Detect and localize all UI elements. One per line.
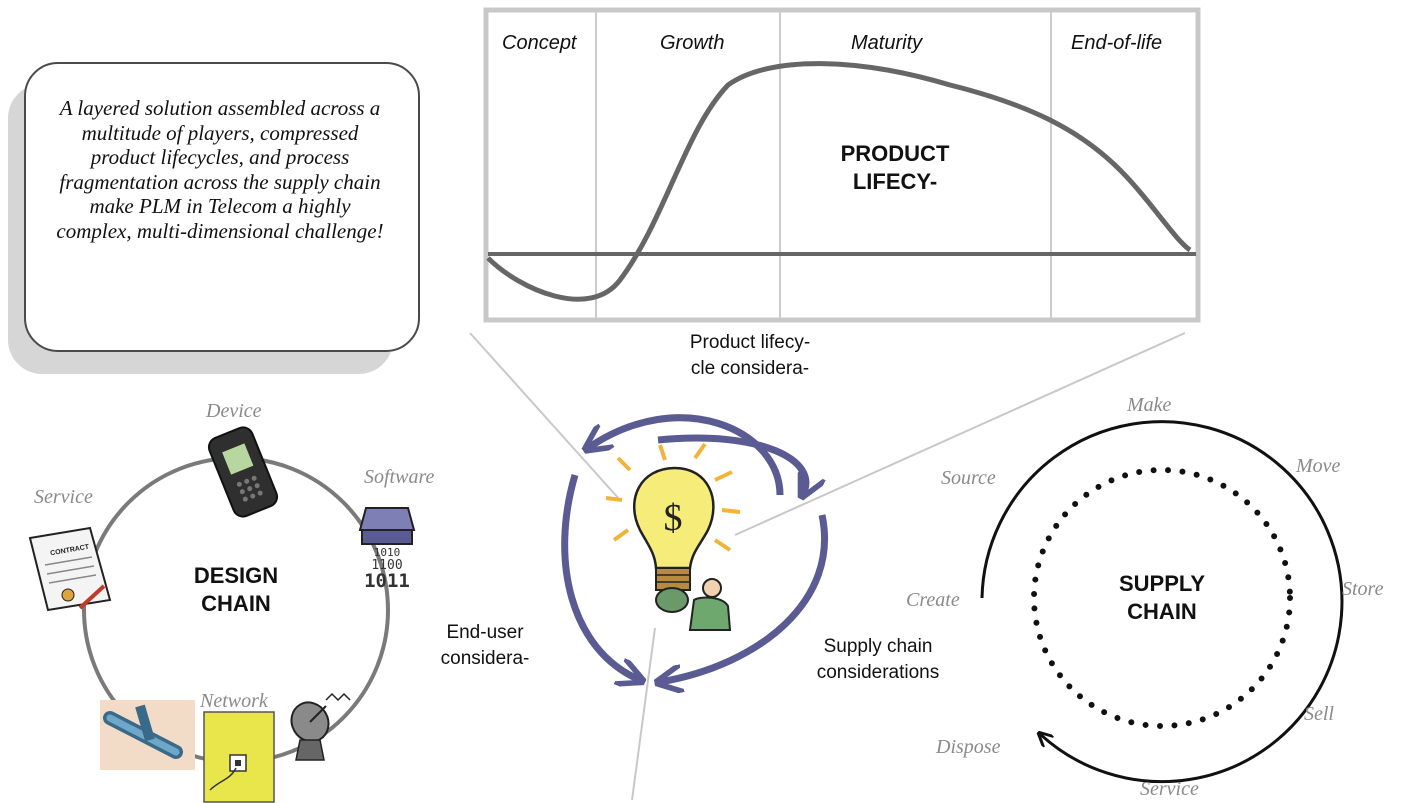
network-panel-icon	[203, 711, 275, 803]
lifecycle-chart	[483, 7, 1201, 323]
end-user-considerations: End-user considera-	[420, 620, 550, 672]
hands	[655, 587, 689, 613]
stage-maturity: Maturity	[851, 32, 923, 54]
callout-box	[24, 62, 420, 352]
considerations-cycle	[561, 414, 828, 682]
satellite-dish-icon	[290, 692, 351, 761]
supply-step-make: Make	[1127, 394, 1172, 416]
supply-chain-title: SUPPLY CHAIN	[1087, 570, 1237, 626]
dollar-sign: $	[664, 497, 683, 539]
arrow-top-right	[657, 434, 806, 494]
end-user-line-2: considera-	[440, 648, 530, 669]
person-body	[688, 596, 732, 631]
arrow-right	[660, 514, 828, 682]
supply-step-service: Service	[1140, 778, 1199, 800]
software-icon: 1010 1100 1011	[358, 507, 416, 592]
design-chain-title: DESIGN CHAIN	[166, 562, 306, 618]
supply-step-dispose: Dispose	[936, 736, 1001, 758]
design-label-software: Software	[364, 466, 435, 488]
lifecycle-title: PRODUCT LIFECY-	[800, 140, 990, 196]
money-bulb-icon: $	[605, 442, 741, 631]
lifecycle-title-line-1: PRODUCT	[840, 141, 950, 166]
design-label-network: Network	[200, 690, 268, 712]
design-label-device: Device	[206, 400, 262, 422]
lifecycle-chart-frame	[483, 7, 1201, 323]
connector-line-left	[469, 332, 621, 501]
product-lifecycle-considerations: Product lifecy- cle considera-	[640, 330, 860, 382]
arrow-top	[588, 414, 784, 496]
supply-step-create: Create	[906, 589, 960, 611]
supply-chain-outer-arc	[980, 420, 1344, 784]
design-label-service: Service	[34, 486, 93, 508]
supply-step-source: Source	[941, 467, 996, 489]
lifecycle-curve	[486, 61, 1192, 302]
connector-line-bottom	[631, 627, 656, 801]
lifecycle-title-line-2: LIFECY-	[852, 169, 938, 194]
supply-step-store: Store	[1342, 578, 1384, 600]
design-chain-title-line-2: CHAIN	[201, 591, 271, 616]
supply-step-move: Move	[1296, 455, 1341, 477]
binary-line-1: 1010	[374, 546, 401, 559]
callout-text: A layered solution assembled across a mu…	[56, 96, 384, 243]
design-chain-title-line-1: DESIGN	[193, 563, 279, 588]
supply-chain-title-line-2: CHAIN	[1127, 599, 1197, 624]
bulb-base	[655, 567, 691, 591]
supply-chain-considerations: Supply chain considerations	[788, 634, 968, 686]
stage-end-of-life: End-of-life	[1071, 32, 1163, 54]
contract-icon: CONTRACT	[28, 526, 112, 612]
end-user-line-1: End-user	[446, 622, 524, 643]
binary-line-3: 1011	[364, 570, 410, 592]
binary-line-2: 1100	[371, 558, 402, 573]
supply-chain-dotted-circle	[1031, 467, 1293, 729]
supply-step-sell: Sell	[1304, 703, 1334, 725]
bulb-rays	[605, 442, 741, 552]
stage-concept: Concept	[502, 32, 577, 54]
product-considerations-line-1: Product lifecy-	[689, 332, 811, 353]
supply-chain-title-line-1: SUPPLY	[1118, 571, 1205, 596]
phone-icon	[207, 426, 279, 518]
person-head	[702, 578, 722, 598]
supply-considerations-line-1: Supply chain	[823, 636, 933, 657]
supply-considerations-line-2: considerations	[816, 662, 940, 683]
product-considerations-line-2: cle considera-	[690, 358, 810, 379]
arrow-left	[561, 474, 640, 680]
network-pipe-icon	[100, 700, 195, 770]
stage-growth: Growth	[660, 32, 725, 54]
supply-chain-ring	[980, 420, 1344, 784]
